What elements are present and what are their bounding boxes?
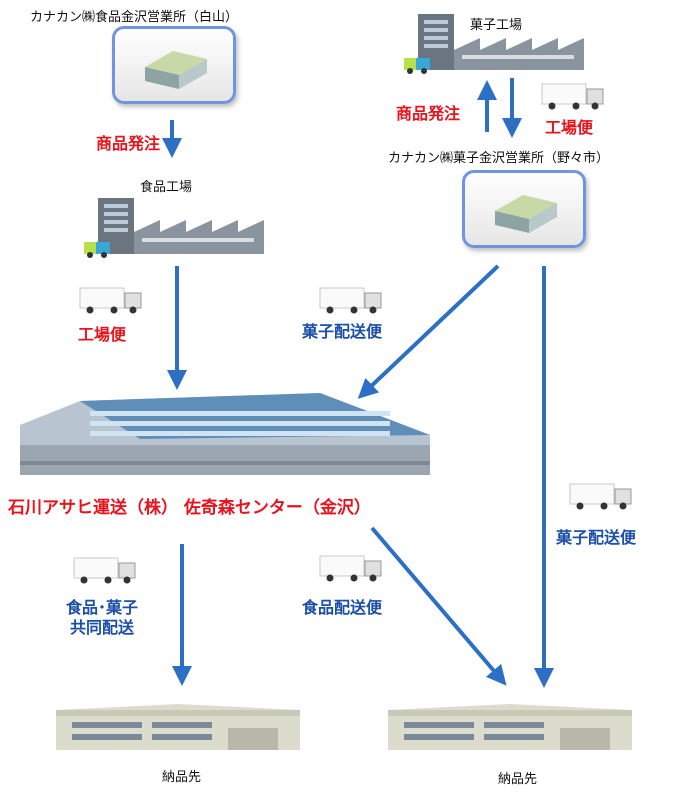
destination-label-right: 納品先 xyxy=(498,772,538,787)
food-office-label: カナカン㈱食品金沢営業所（白山） xyxy=(30,10,239,25)
joint-delivery-line2: 共同配送 xyxy=(69,618,134,637)
factory-delivery-label-left: 工場便 xyxy=(78,325,127,344)
confection-office-box xyxy=(462,170,586,248)
destination-label-left: 納品先 xyxy=(162,770,202,785)
order-label-right: 商品発注 xyxy=(396,104,461,123)
confection-factory-icon xyxy=(404,14,584,74)
arrow-confection-office-to-center xyxy=(357,264,500,399)
food-office-box xyxy=(112,26,236,104)
joint-delivery-label: 食品･菓子 共同配送 xyxy=(56,598,148,638)
truck-icon xyxy=(73,557,136,584)
factory-icon xyxy=(84,198,264,258)
distribution-center-building xyxy=(20,393,430,475)
order-label-left: 商品発注 xyxy=(96,134,161,153)
destination-building-right xyxy=(388,704,632,750)
truck-icon xyxy=(319,287,382,314)
joint-delivery-line1: 食品･菓子 xyxy=(65,598,138,617)
confection-delivery-label-center: 菓子配送便 xyxy=(302,322,383,341)
confection-delivery-label-direct: 菓子配送便 xyxy=(556,528,637,547)
confection-office-label: カナカン㈱菓子金沢営業所（野々市） xyxy=(388,151,610,166)
destination-building-left xyxy=(56,704,300,750)
arrow-center-to-right-destination xyxy=(370,526,507,686)
factory-delivery-label-right: 工場便 xyxy=(545,118,594,137)
truck-icon xyxy=(319,555,382,582)
truck-icon xyxy=(541,83,604,110)
warehouse-icon xyxy=(495,195,557,233)
warehouse-icon xyxy=(145,51,207,89)
confection-factory-label: 菓子工場 xyxy=(470,18,523,33)
food-delivery-label: 食品配送便 xyxy=(302,598,383,617)
truck-icon xyxy=(569,483,632,510)
truck-icon xyxy=(79,287,142,314)
food-factory-label: 食品工場 xyxy=(140,180,193,195)
distribution-center-label: 石川アサヒ運送（株） 佐奇森センター（金沢） xyxy=(8,498,371,518)
